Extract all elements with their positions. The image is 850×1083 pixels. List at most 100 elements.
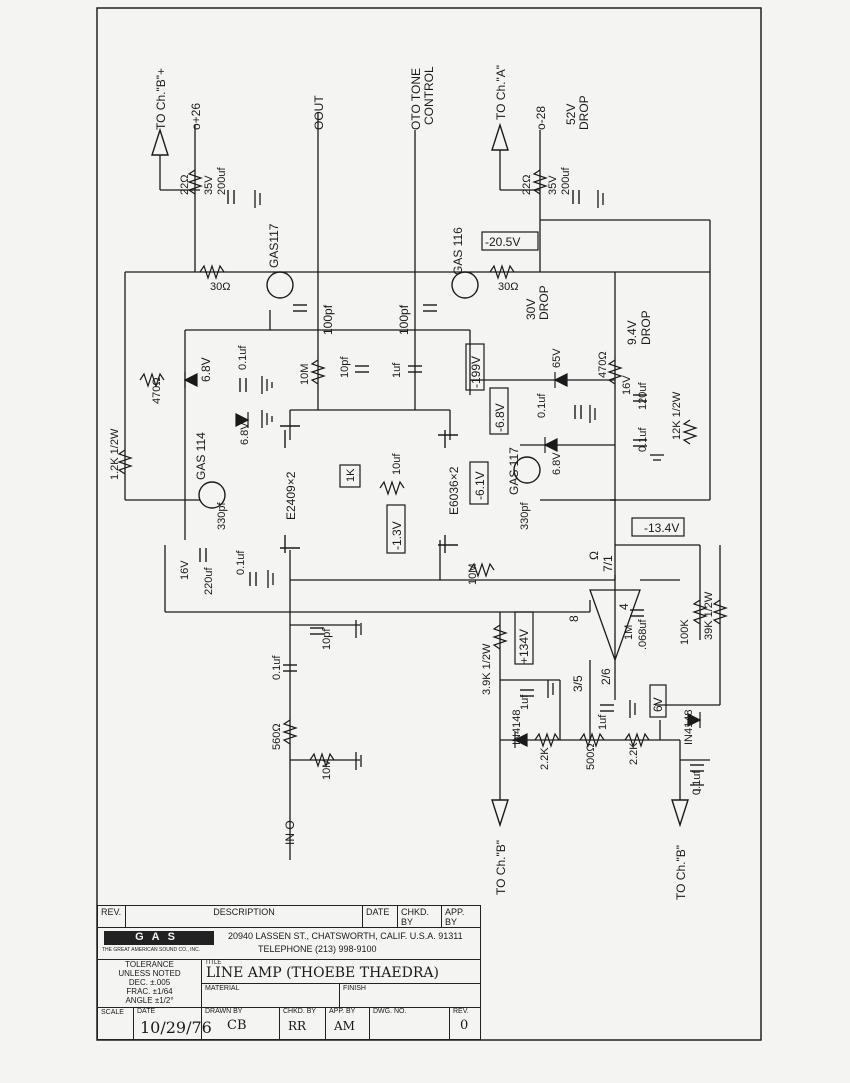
label-pin26: 2/6 [599, 668, 613, 685]
label-out: OOUT [312, 95, 326, 130]
label-v61: -6.1V [473, 471, 487, 500]
label-v205: -20.5V [485, 235, 520, 249]
label-e6036: E6036×2 [447, 466, 461, 515]
tb-title-label: TITLE [205, 960, 222, 966]
label-in4148-l: IN4148 [511, 710, 523, 745]
tb-chkd-by: CHKD. BY [398, 906, 442, 928]
label-c01uf-mid: 0.1uf [536, 393, 548, 418]
label-c068: .068uf [637, 618, 649, 650]
label-in: IN O [283, 820, 297, 845]
label-omega: Ω [587, 551, 601, 560]
label-z65: 65V [551, 348, 563, 368]
vertical-labels: TO Ch."B"+ o+26 22Ω 35V 200uf OOUT OTO T… [109, 65, 715, 900]
label-r1k: 1K [345, 468, 357, 482]
label-c330pf-left: 330pf [216, 502, 228, 530]
tb-chkd-value: RR [288, 1019, 307, 1033]
tb-appr-cell: APP. BY AM [326, 1008, 370, 1039]
company-address: 20940 LASSEN ST., CHATSWORTH, CALIF. U.S… [228, 931, 463, 941]
label-c10pf: 10pf [339, 356, 351, 378]
label-r560: 560Ω [271, 723, 283, 750]
tb-date: DATE [363, 906, 398, 928]
drawing-title: LINE AMP (THOEBE THAEDRA) [206, 965, 439, 981]
tb-rev-label: REV. [453, 1008, 469, 1015]
label-e2409: E2409×2 [284, 471, 298, 520]
tb-angle: ANGLE ±1/2° [125, 996, 174, 1005]
ground-symbols [254, 190, 704, 791]
tb-chkd-label: CHKD. BY [283, 1008, 317, 1015]
tb-appr-label: APP. BY [329, 1008, 356, 1015]
circuit-wires [124, 112, 721, 860]
label-gas117-top: GAS117 [267, 223, 281, 268]
label-in4148-r: IN4148 [683, 710, 695, 745]
tb-frac: FRAC. ±1/64 [126, 987, 173, 996]
label-c01uf-bot: 0.1uf [691, 770, 703, 795]
tb-description: DESCRIPTION [126, 906, 363, 928]
label-v13: -1.3V [390, 521, 404, 550]
tb-rev-cell: REV. 0 [450, 1008, 480, 1039]
tb-appr-by: APP. BY [442, 906, 480, 928]
label-r10m-top: 10M [299, 364, 311, 385]
label-to-ch-b-plus: TO Ch."B"+ [154, 68, 168, 130]
company-telephone: TELEPHONE (213) 998-9100 [258, 944, 377, 954]
label-94v: 9.4V [625, 320, 639, 345]
label-c1uf-l: 1uf [519, 694, 531, 710]
tb-title-area: TITLE LINE AMP (THOEBE THAEDRA) [202, 960, 480, 984]
label-r30-right: 30Ω [498, 281, 518, 293]
diodes [183, 372, 702, 748]
label-r470-right: 470Ω [597, 351, 609, 378]
company-small: THE GREAT AMERICAN SOUND CO., INC. [102, 947, 201, 953]
label-z68-b: 6.8V [239, 422, 251, 445]
label-r10m-in: 10M [321, 759, 333, 780]
label-r12k: 12K 1/2W [671, 391, 683, 440]
tb-drawn-label: DRAWN BY [205, 1008, 243, 1015]
label-r1m: 1M [623, 625, 635, 640]
label-v199: -199V [469, 356, 483, 388]
label-c330pf-right: 330pf [519, 502, 531, 530]
label-pin35: 3/5 [571, 675, 585, 692]
label-r470: 470Ω [151, 377, 163, 404]
label-to-tone: OTO TONE [409, 68, 423, 130]
label-gas117-b: GAS 117 [507, 447, 521, 495]
tb-scale: SCALE [98, 1008, 134, 1039]
label-v134-neg: -13.4V [644, 521, 679, 535]
label-cap-left-v: 35V [203, 175, 215, 195]
label-drop-top: DROP [577, 95, 591, 130]
label-v68: -6.8V [493, 403, 507, 432]
label-v6: 6V [651, 697, 665, 712]
label-to-ch-b-right: TO Ch."B" [674, 845, 688, 900]
label-c10pf-in: 10pf [321, 628, 333, 650]
label-control: CONTROL [422, 66, 436, 125]
label-r100k: 100K [679, 619, 691, 645]
label-drop-94: DROP [639, 310, 653, 345]
supply-arrows [151, 122, 689, 828]
tb-dwg-label: DWG. NO. [373, 1008, 407, 1015]
label-c01uf-low: 0.1uf [235, 550, 247, 575]
label-pin4: 4 [617, 603, 631, 610]
label-r1k2: 1.2K 1/2W [109, 428, 121, 480]
label-cap-left-uf: 200uf [216, 167, 228, 195]
resistors [117, 169, 728, 768]
label-r39k-right: 39K 1/2W [703, 591, 715, 640]
company-logo: GAS [104, 931, 214, 945]
tb-drawn-value: CB [227, 1018, 247, 1033]
label-minus28: o-28 [534, 106, 548, 130]
label-c01uf-left: 0.1uf [237, 345, 249, 370]
label-z68-c: 6.8V [551, 452, 563, 475]
label-cap-right-v: 35V [547, 175, 559, 195]
label-c220uf-v: 16V [179, 560, 191, 580]
label-c01uf-right: 0.1uf [637, 427, 649, 452]
label-drop-30: DROP [537, 285, 551, 320]
label-v134: +134V [517, 629, 531, 664]
label-z68-left: 6.8V [199, 357, 213, 382]
tb-tolerance: TOLERANCE UNLESS NOTED DEC. ±.005 FRAC. … [98, 960, 202, 1008]
label-c10uf: 10uf [391, 453, 403, 475]
label-c01uf-in: 0.1uf [271, 655, 283, 680]
label-c1uf-r: 1uf [597, 714, 609, 730]
label-to-ch-a: TO Ch."A" [494, 65, 508, 120]
label-r22-right: 22Ω [521, 175, 533, 195]
horizontal-labels: 30Ω 30Ω -20.5V [210, 235, 520, 293]
label-cap-right-uf: 200uf [560, 167, 572, 195]
tb-dwg-cell: DWG. NO. [370, 1008, 450, 1039]
tb-material: MATERIAL [202, 984, 340, 1008]
tb-tolerance-title: TOLERANCE [125, 960, 174, 969]
